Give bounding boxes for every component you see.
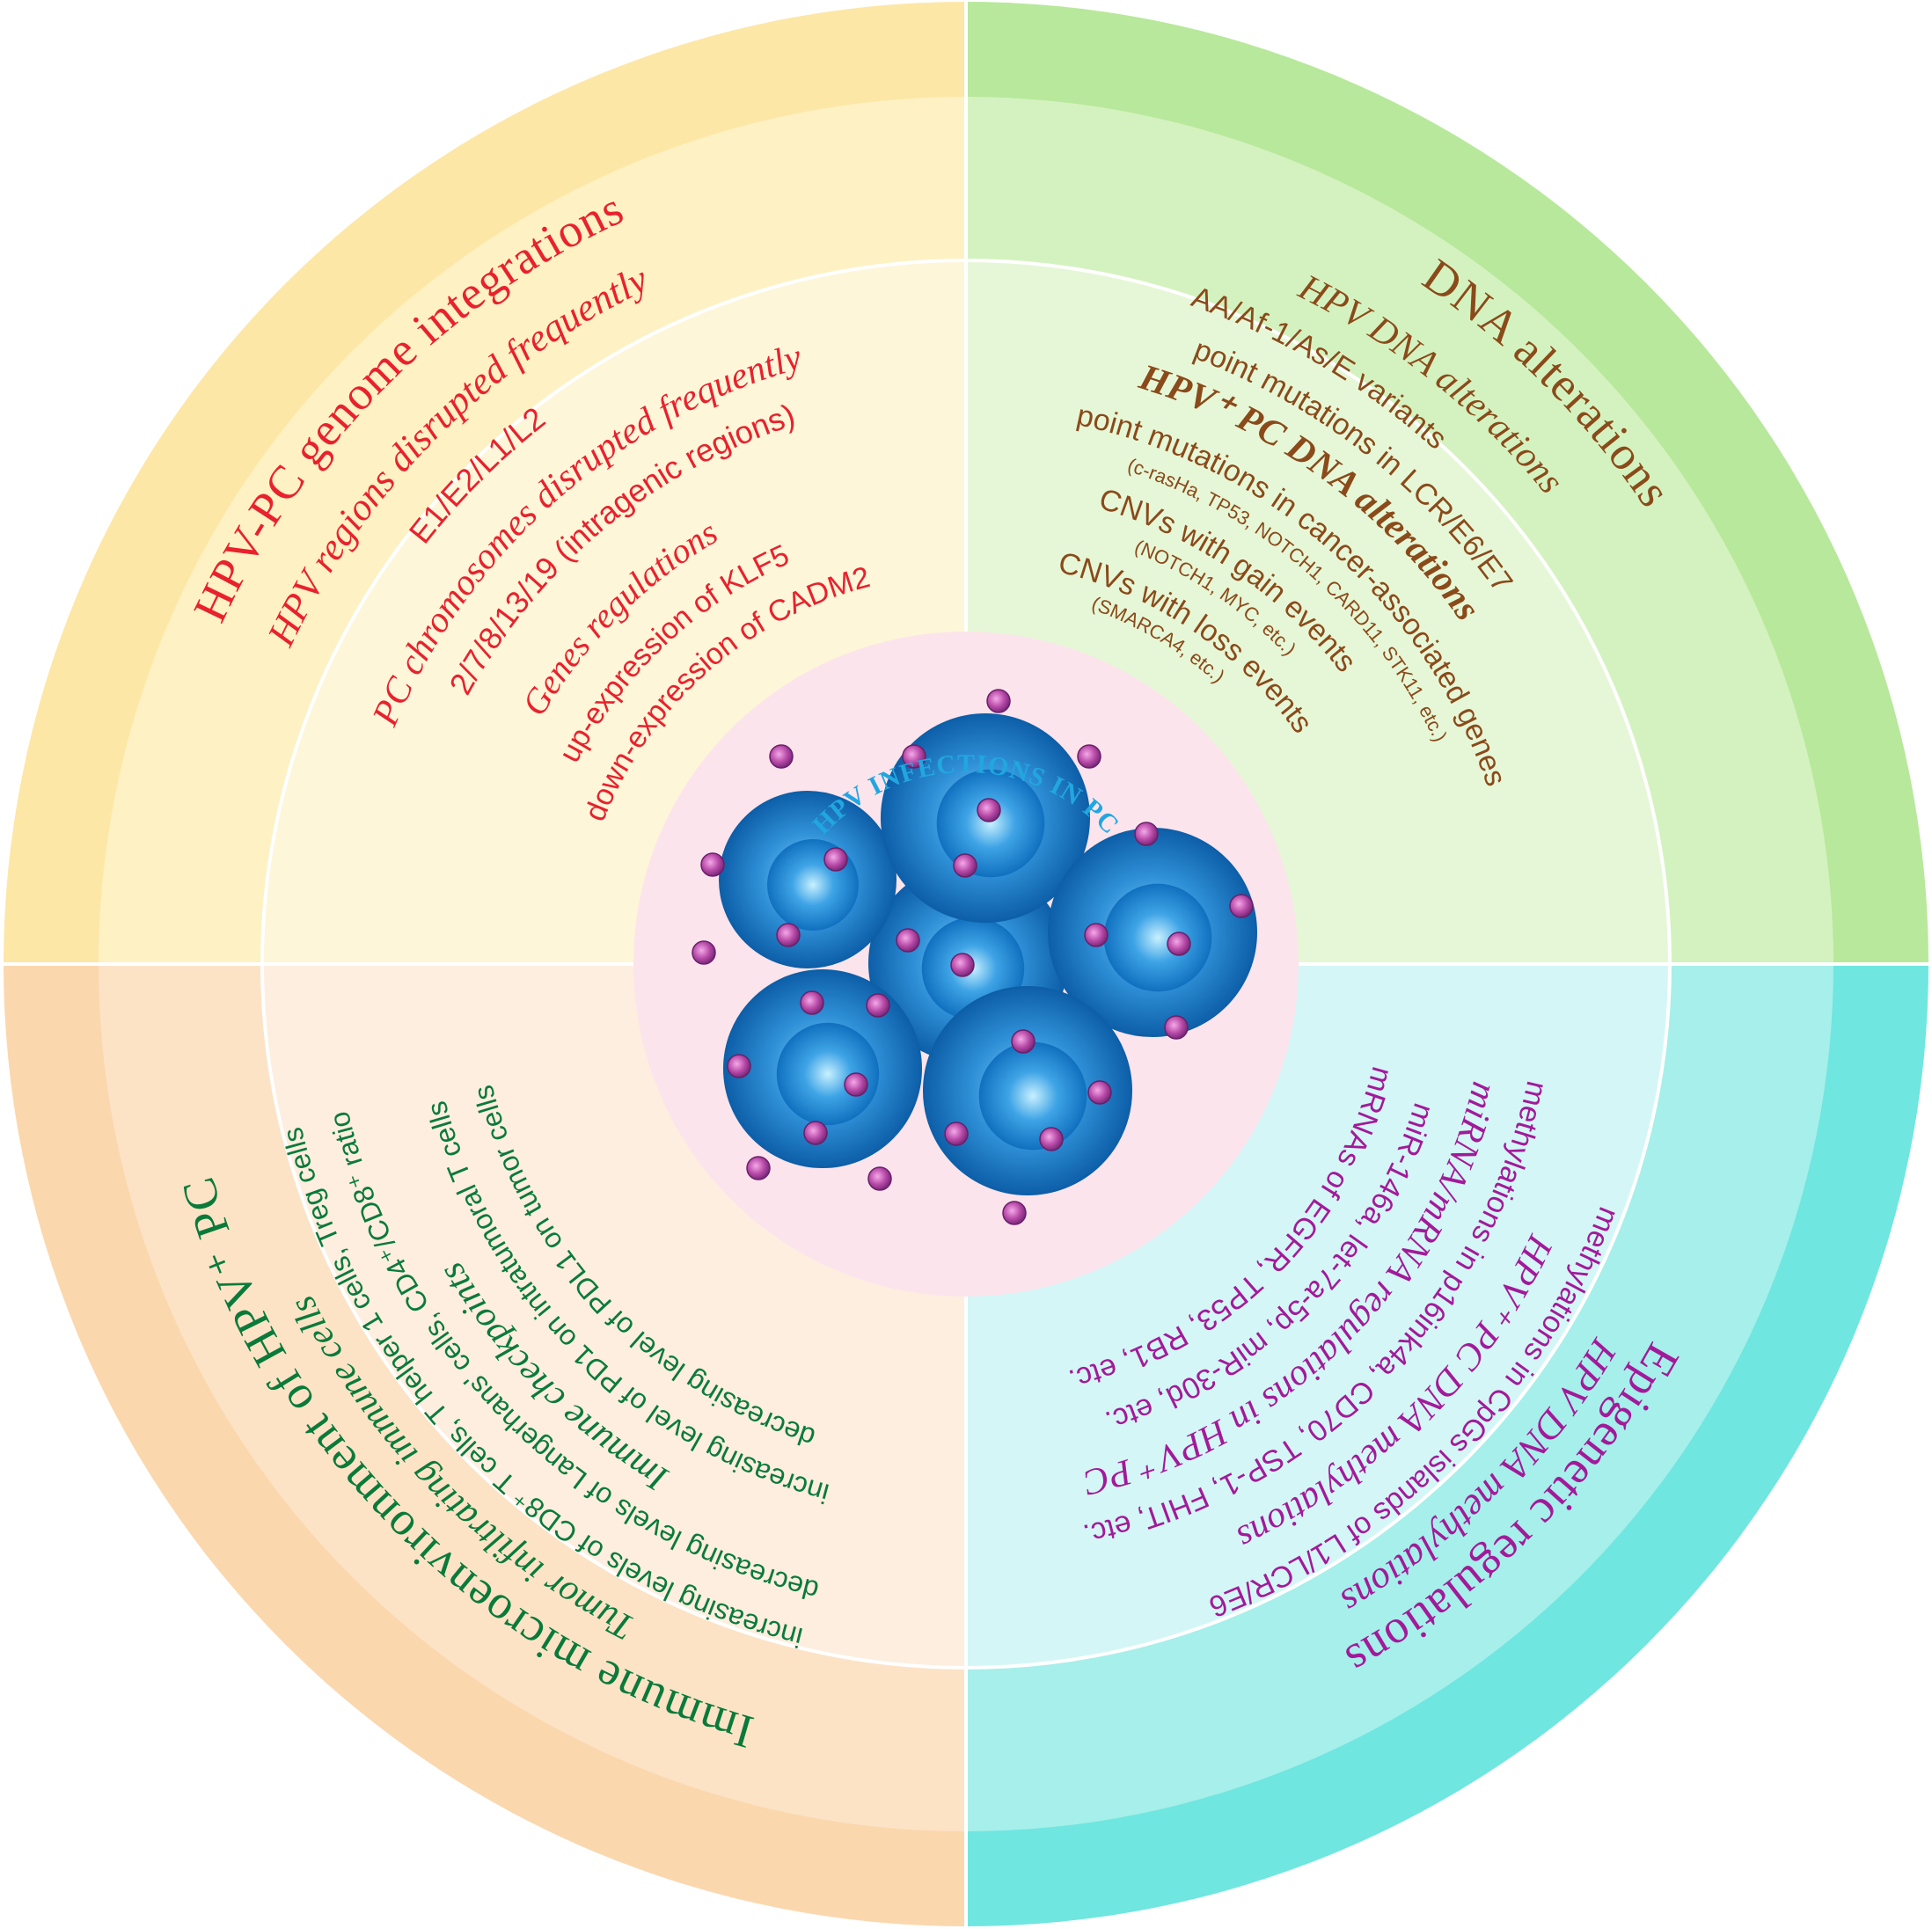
hpv-particle: [1077, 744, 1101, 769]
hpv-particle: [867, 1166, 892, 1191]
hpv-particle: [944, 1122, 969, 1146]
hpv-particle: [776, 923, 801, 947]
cancer-cells-illustration: [692, 689, 1257, 1225]
cell-nucleus: [936, 769, 1045, 878]
hpv-particle: [1229, 894, 1254, 918]
hpv-particle: [977, 798, 1001, 822]
hpv-particle: [1164, 1015, 1189, 1040]
hpv-particle: [746, 1156, 771, 1180]
hpv-particle: [1002, 1201, 1027, 1225]
hpv-particle: [1039, 1127, 1064, 1151]
hpv-particle: [844, 1072, 868, 1097]
hpv-particle: [866, 993, 890, 1018]
hpv-particle: [727, 1054, 751, 1078]
hpv-particle: [1011, 1029, 1036, 1054]
hpv-particle: [950, 953, 975, 977]
hpv-particle: [1167, 932, 1191, 956]
hpv-particle: [769, 744, 794, 769]
hpv-particle: [1087, 1080, 1112, 1105]
hpv-particle: [953, 853, 977, 878]
hpv-particle: [823, 847, 848, 872]
hpv-particle: [1134, 822, 1159, 846]
hpv-particle: [800, 990, 824, 1015]
hpv-particle: [986, 689, 1011, 713]
cell-nucleus: [1103, 883, 1212, 992]
hpv-particle: [692, 940, 716, 965]
hpv-particle: [1084, 923, 1109, 947]
hpv-particle: [700, 852, 725, 877]
hpv-particle: [803, 1121, 828, 1145]
cell-nucleus: [978, 1041, 1087, 1151]
cell-nucleus: [776, 1022, 880, 1126]
hpv-particle: [896, 928, 920, 953]
hpv-particle: [902, 744, 926, 769]
